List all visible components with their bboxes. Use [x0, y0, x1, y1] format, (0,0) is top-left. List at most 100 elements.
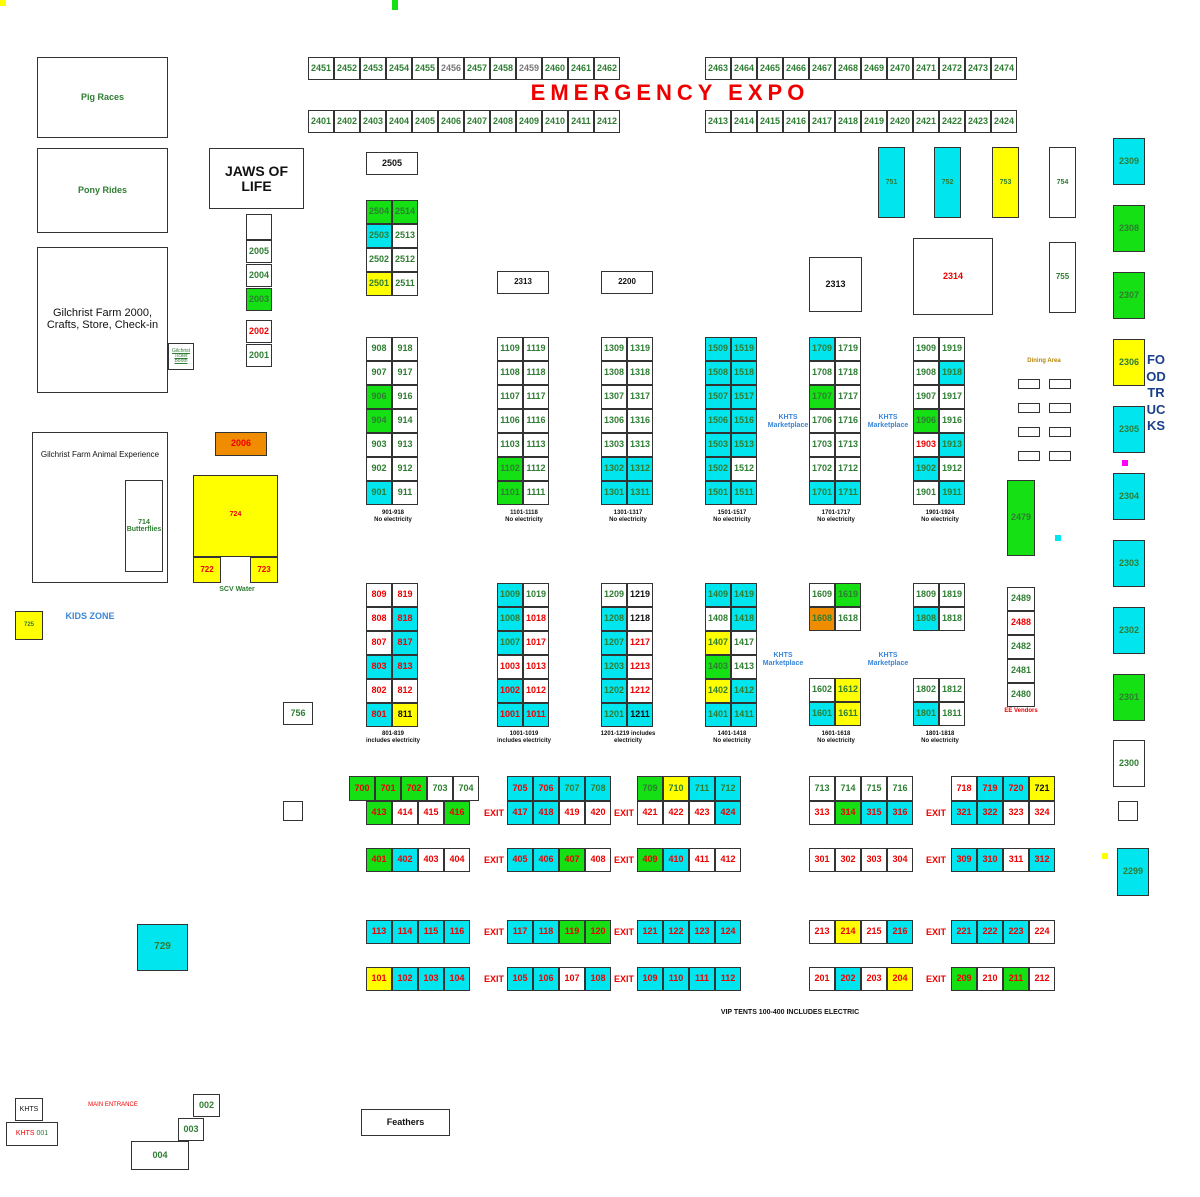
- booth-911[interactable]: 911: [392, 481, 418, 505]
- booth-403[interactable]: 403: [418, 848, 444, 872]
- booth-1316[interactable]: 1316: [627, 409, 653, 433]
- booth-1702[interactable]: 1702: [809, 457, 835, 481]
- booth-912[interactable]: 912: [392, 457, 418, 481]
- booth-301[interactable]: 301: [809, 848, 835, 872]
- booth-1601[interactable]: 1601: [809, 702, 835, 726]
- booth-710[interactable]: 710: [663, 776, 689, 801]
- booth-422[interactable]: 422: [663, 801, 689, 825]
- booth-2005[interactable]: 2005: [246, 240, 272, 263]
- booth-103[interactable]: 103: [418, 967, 444, 991]
- booth-1217[interactable]: 1217: [627, 631, 653, 655]
- khts-001-booth[interactable]: KHTS 001: [6, 1122, 58, 1146]
- booth-116[interactable]: 116: [444, 920, 470, 944]
- booth-718[interactable]: 718: [951, 776, 977, 801]
- booth-1618[interactable]: 1618: [835, 607, 861, 631]
- booth-2408[interactable]: 2408: [490, 110, 516, 133]
- booth-701[interactable]: 701: [375, 776, 401, 801]
- booth-109[interactable]: 109: [637, 967, 663, 991]
- booth-223[interactable]: 223: [1003, 920, 1029, 944]
- booth-315[interactable]: 315: [861, 801, 887, 825]
- booth-2481[interactable]: 2481: [1007, 659, 1035, 683]
- booth-1917[interactable]: 1917: [939, 385, 965, 409]
- booth-1611[interactable]: 1611: [835, 702, 861, 726]
- booth-102[interactable]: 102: [392, 967, 418, 991]
- booth-1308[interactable]: 1308: [601, 361, 627, 385]
- booth-2305[interactable]: 2305: [1113, 406, 1145, 453]
- booth-2313-b[interactable]: 2313: [809, 257, 862, 312]
- booth-1507[interactable]: 1507: [705, 385, 731, 409]
- booth-1118[interactable]: 1118: [523, 361, 549, 385]
- booth-1716[interactable]: 1716: [835, 409, 861, 433]
- booth-714[interactable]: 714: [835, 776, 861, 801]
- booth-802[interactable]: 802: [366, 679, 392, 703]
- blank-booth-right[interactable]: [1118, 801, 1138, 821]
- booth-1407[interactable]: 1407: [705, 631, 731, 655]
- booth-1412[interactable]: 1412: [731, 679, 757, 703]
- booth-2418[interactable]: 2418: [835, 110, 861, 133]
- booth-2474[interactable]: 2474: [991, 57, 1017, 80]
- booth-414[interactable]: 414: [392, 801, 418, 825]
- booth-1918[interactable]: 1918: [939, 361, 965, 385]
- booth-2301[interactable]: 2301: [1113, 674, 1145, 721]
- booth-2423[interactable]: 2423: [965, 110, 991, 133]
- booth-2461[interactable]: 2461: [568, 57, 594, 80]
- booth-2002[interactable]: 2002: [246, 320, 272, 343]
- booth-1516[interactable]: 1516: [731, 409, 757, 433]
- booth-1707[interactable]: 1707: [809, 385, 835, 409]
- booth-711[interactable]: 711: [689, 776, 715, 801]
- booth-114[interactable]: 114: [392, 920, 418, 944]
- booth-410[interactable]: 410: [663, 848, 689, 872]
- booth-101[interactable]: 101: [366, 967, 392, 991]
- booth-1512[interactable]: 1512: [731, 457, 757, 481]
- booth-1001[interactable]: 1001: [497, 703, 523, 727]
- booth-1608[interactable]: 1608: [809, 607, 835, 631]
- booth-413[interactable]: 413: [366, 801, 392, 825]
- booth-419[interactable]: 419: [559, 801, 585, 825]
- booth-304[interactable]: 304: [887, 848, 913, 872]
- booth-104[interactable]: 104: [444, 967, 470, 991]
- booth-216[interactable]: 216: [887, 920, 913, 944]
- booth-907[interactable]: 907: [366, 361, 392, 385]
- butterflies-booth[interactable]: 714 Butterflies: [125, 480, 163, 572]
- booth-1808[interactable]: 1808: [913, 607, 939, 631]
- blank-booth-left[interactable]: [283, 801, 303, 821]
- booth-1809[interactable]: 1809: [913, 583, 939, 607]
- booth-1201[interactable]: 1201: [601, 703, 627, 727]
- booth-1717[interactable]: 1717: [835, 385, 861, 409]
- booth-1612[interactable]: 1612: [835, 678, 861, 702]
- booth-113[interactable]: 113: [366, 920, 392, 944]
- booth-1907[interactable]: 1907: [913, 385, 939, 409]
- booth-1309[interactable]: 1309: [601, 337, 627, 361]
- booth-123[interactable]: 123: [689, 920, 715, 944]
- booth-2307[interactable]: 2307: [1113, 272, 1145, 319]
- booth-1012[interactable]: 1012: [523, 679, 549, 703]
- booth-1902[interactable]: 1902: [913, 457, 939, 481]
- booth-813[interactable]: 813: [392, 655, 418, 679]
- booth-1506[interactable]: 1506: [705, 409, 731, 433]
- booth-2468[interactable]: 2468: [835, 57, 861, 80]
- booth-713[interactable]: 713: [809, 776, 835, 801]
- booth-2466[interactable]: 2466: [783, 57, 809, 80]
- booth-904[interactable]: 904: [366, 409, 392, 433]
- booth-1303[interactable]: 1303: [601, 433, 627, 457]
- booth-716[interactable]: 716: [887, 776, 913, 801]
- booth-401[interactable]: 401: [366, 848, 392, 872]
- booth-321[interactable]: 321: [951, 801, 977, 825]
- booth-1311[interactable]: 1311: [627, 481, 653, 505]
- booth-1417[interactable]: 1417: [731, 631, 757, 655]
- booth-2453[interactable]: 2453: [360, 57, 386, 80]
- booth-1218[interactable]: 1218: [627, 607, 653, 631]
- booth-1418[interactable]: 1418: [731, 607, 757, 631]
- booth-2308[interactable]: 2308: [1113, 205, 1145, 252]
- booth-2482[interactable]: 2482: [1007, 635, 1035, 659]
- booth-121[interactable]: 121: [637, 920, 663, 944]
- booth-2410[interactable]: 2410: [542, 110, 568, 133]
- booth-725[interactable]: 725: [15, 611, 43, 640]
- booth-2403[interactable]: 2403: [360, 110, 386, 133]
- booth-1419[interactable]: 1419: [731, 583, 757, 607]
- booth-2489[interactable]: 2489: [1007, 587, 1035, 611]
- booth-2511[interactable]: 2511: [392, 272, 418, 296]
- booth-2314[interactable]: 2314: [913, 238, 993, 315]
- booth-901[interactable]: 901: [366, 481, 392, 505]
- ticket-booth[interactable]: Gilchrist Ticket Booth: [168, 343, 194, 370]
